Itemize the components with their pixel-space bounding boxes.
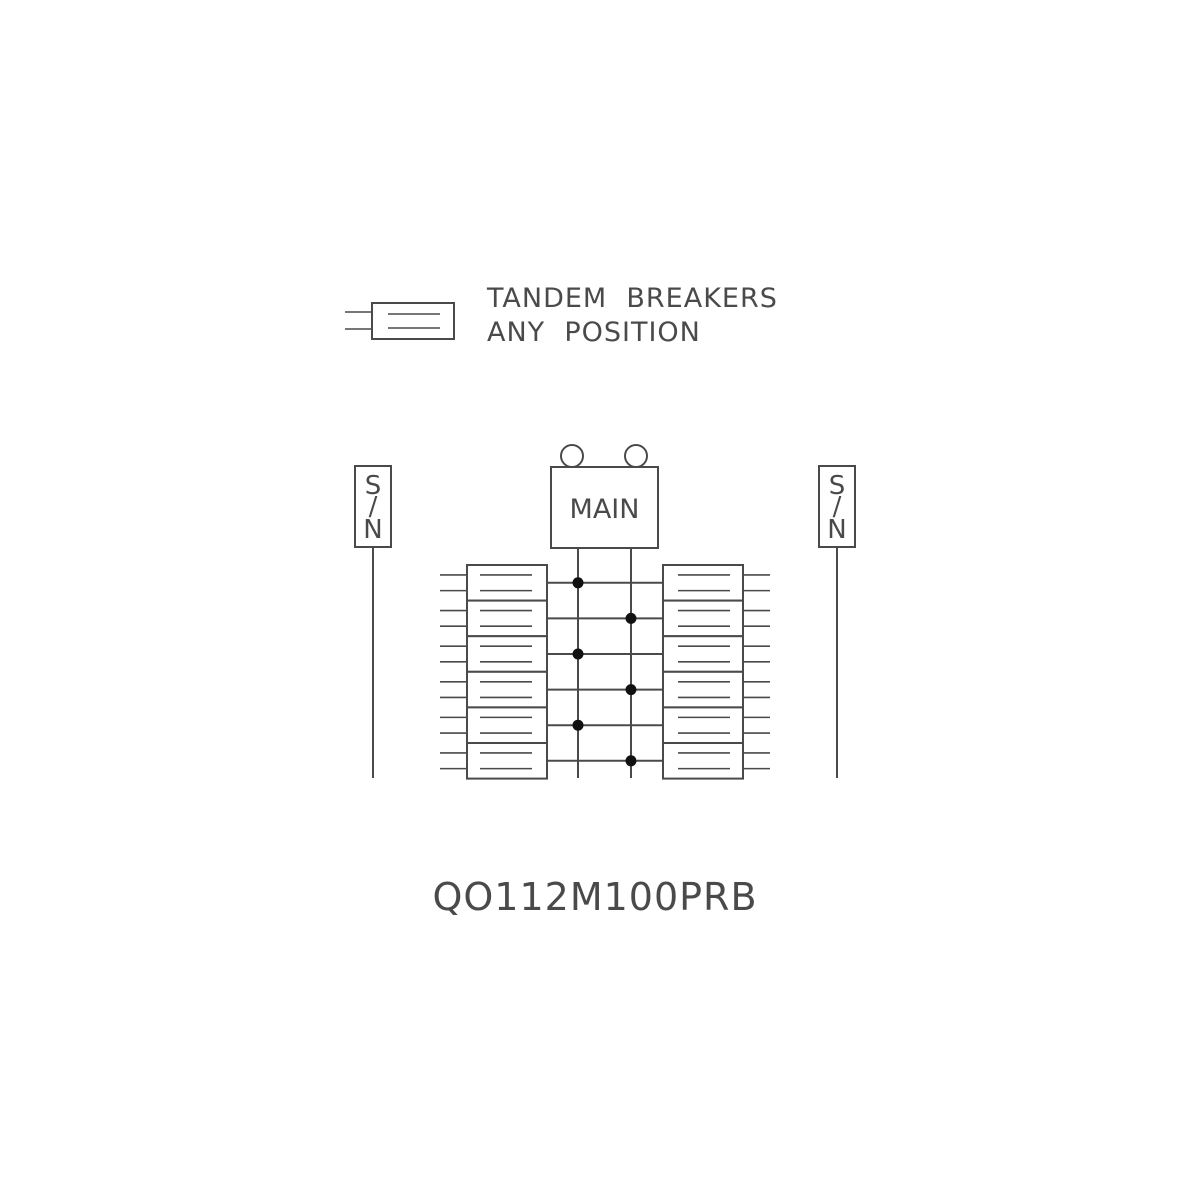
sn-right-bottom: N bbox=[827, 515, 846, 545]
right-breaker-1 bbox=[662, 564, 744, 602]
sn-right-top: S bbox=[829, 471, 846, 501]
model-number: QO112M100PRB bbox=[432, 875, 757, 919]
bus-tap-dot-5 bbox=[572, 719, 584, 731]
right-breaker-3 bbox=[662, 635, 744, 673]
legend-line-2: ANY POSITION bbox=[487, 317, 701, 348]
sn-left-mid: / bbox=[369, 492, 378, 522]
right-breaker-4 bbox=[662, 670, 744, 709]
right-breaker-5 bbox=[662, 706, 744, 745]
sn-left-top: S bbox=[365, 471, 382, 501]
sn-right-mid: / bbox=[833, 492, 842, 522]
left-breaker-2 bbox=[466, 599, 548, 638]
right-breaker-6 bbox=[662, 742, 744, 780]
main-terminal-left bbox=[560, 444, 584, 468]
left-breaker-5 bbox=[466, 706, 548, 745]
left-breaker-4 bbox=[466, 670, 548, 709]
right-breaker-2 bbox=[662, 599, 744, 638]
bus-tap-dot-2 bbox=[625, 612, 637, 624]
left-breaker-3 bbox=[466, 635, 548, 673]
bus-tap-dot-4 bbox=[625, 684, 637, 696]
solid-neutral-left: S / N bbox=[354, 465, 392, 778]
bus-tap-dot-3 bbox=[572, 648, 584, 660]
left-breaker-1 bbox=[466, 564, 548, 602]
tandem-breaker-legend-icon bbox=[345, 302, 455, 340]
main-terminal-right bbox=[624, 444, 648, 468]
bus-tap-dot-1 bbox=[572, 577, 584, 589]
branch-breakers bbox=[440, 564, 770, 780]
solid-neutral-right: S / N bbox=[818, 465, 856, 778]
main-breaker-label: MAIN bbox=[570, 494, 640, 525]
legend-line-1: TANDEM BREAKERS bbox=[486, 283, 778, 314]
left-breaker-6 bbox=[466, 742, 548, 780]
sn-left-bottom: N bbox=[363, 515, 382, 545]
bus-tap-dot-6 bbox=[625, 755, 637, 767]
main-breaker: MAIN bbox=[550, 444, 659, 549]
